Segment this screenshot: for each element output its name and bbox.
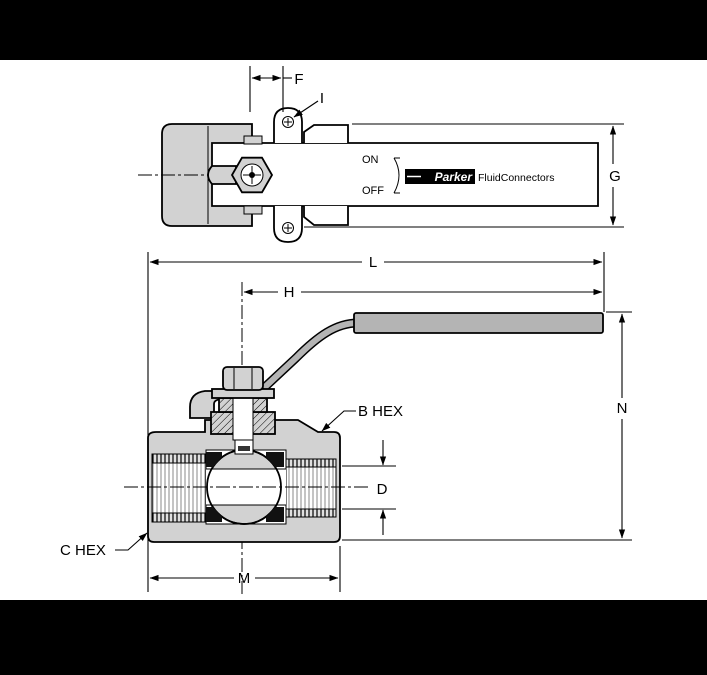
dim-d-label: D (377, 481, 388, 498)
fluid-connectors-text: FluidConnectors (478, 172, 554, 184)
left-thread-top (151, 453, 207, 464)
top-lock-hole-cross (284, 118, 292, 126)
seat-bottom-right (266, 507, 284, 522)
stem-nut (222, 366, 264, 391)
left-threaded-bore (151, 453, 207, 523)
callout-b-hex-label: B HEX (358, 403, 403, 420)
callout-c-hex-leader (115, 532, 148, 551)
right-threaded-bore (285, 458, 337, 518)
callout-i-label: I (320, 90, 324, 107)
callout-i-leader (293, 100, 319, 118)
dim-g-label: G (609, 168, 621, 185)
handle-raised-edge-bottom (303, 206, 349, 226)
seat-top-left (206, 452, 222, 467)
dim-n-label: N (617, 400, 628, 417)
handle-grip-bar (353, 312, 604, 334)
dim-m-label: M (238, 570, 251, 587)
front-view: L H (60, 252, 632, 594)
dim-f-label: F (294, 71, 303, 88)
left-thread-bottom (151, 512, 207, 523)
handle-off-mark: OFF (362, 185, 384, 197)
stem-crosshair (243, 166, 261, 184)
right-thread-bottom (285, 508, 337, 518)
top-view: ON OFF Parker FluidConnectors F I G (138, 66, 624, 243)
stem-shaft (232, 397, 254, 441)
handle-raised-edge-top (303, 124, 349, 143)
bottom-black-band (0, 600, 707, 675)
parker-logo-box (405, 169, 475, 184)
handle-stop-lever (207, 165, 237, 185)
stem-nut-faces (233, 368, 253, 389)
stem-tab-bottom (243, 205, 263, 215)
flow-bore-edges (206, 468, 286, 506)
on-off-bracket (393, 157, 400, 194)
bottom-lock-hole-cross (284, 224, 292, 232)
seat-top-right (266, 452, 284, 467)
callout-c-hex-label: C HEX (60, 542, 106, 559)
dim-l-label: L (369, 254, 377, 271)
seat-bottom-left (206, 507, 222, 522)
handle-arm (263, 320, 361, 389)
right-thread-top (285, 458, 337, 468)
callout-b-hex-leader (321, 410, 356, 432)
stem-tab-top (243, 135, 263, 145)
top-black-band (0, 0, 707, 60)
handle-on-mark: ON (362, 154, 379, 166)
stem-tang-slot (238, 446, 250, 451)
parker-logo-text: Parker (435, 170, 474, 184)
dim-h-label: H (284, 284, 295, 301)
